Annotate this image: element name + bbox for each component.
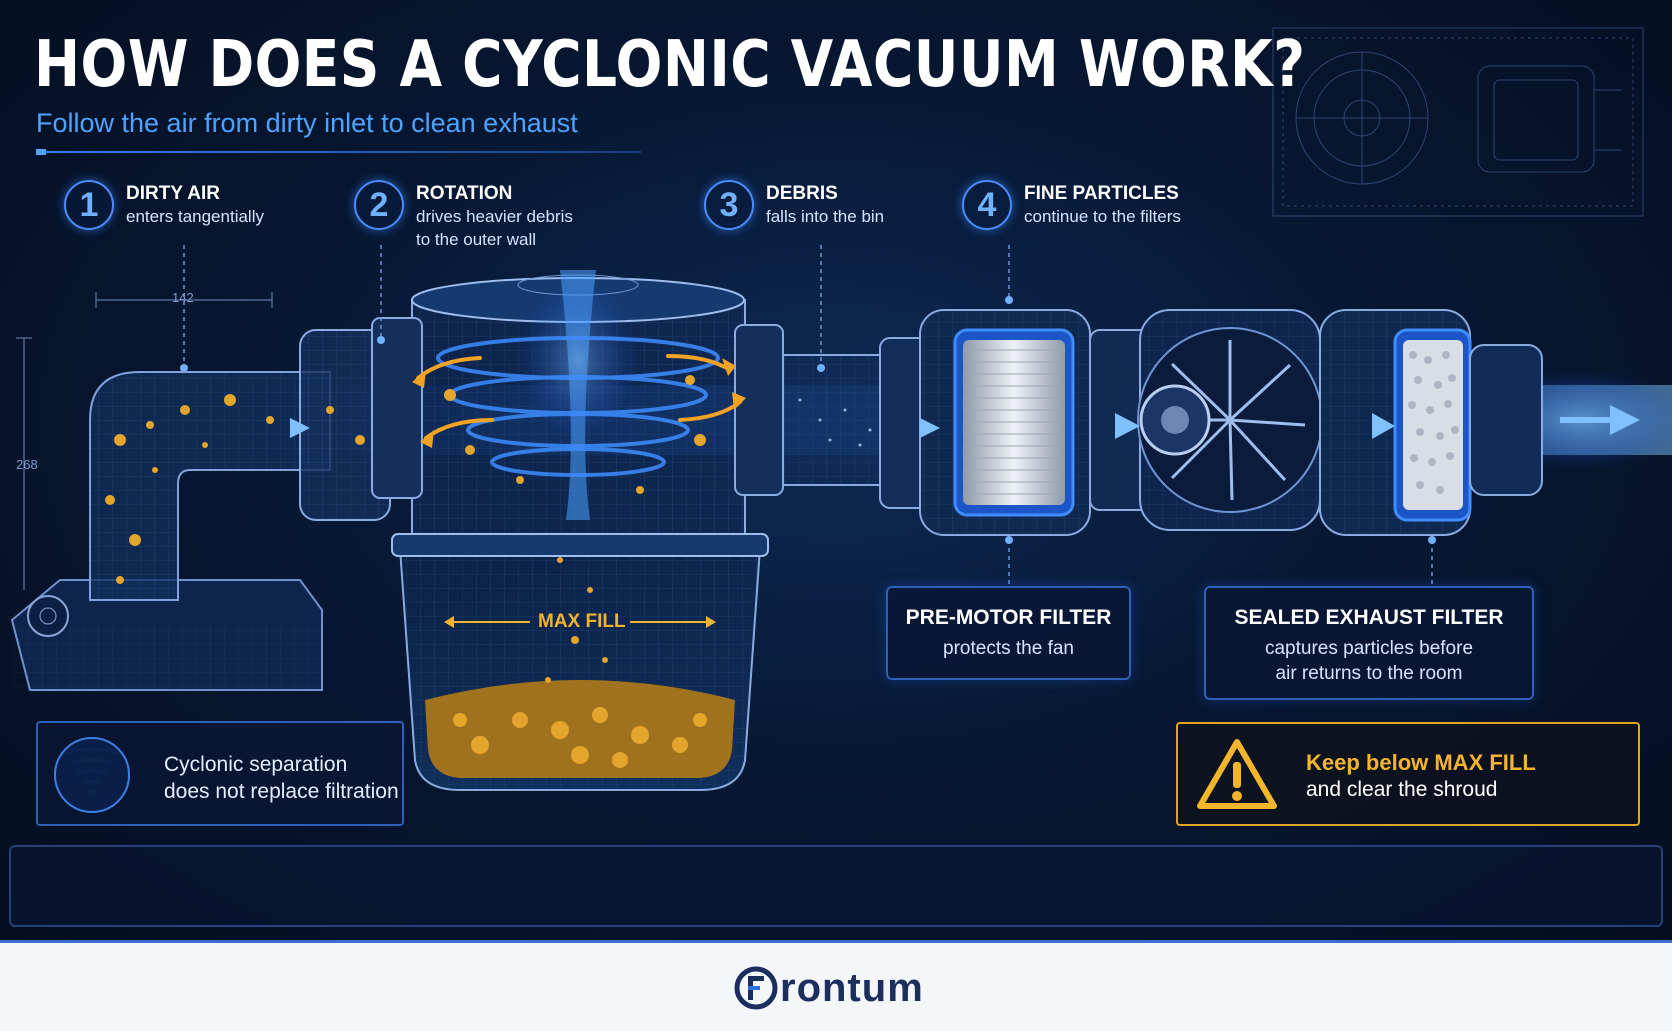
- cyclone-chamber: [371, 270, 784, 541]
- warning-description: and clear the shroud: [1306, 778, 1498, 801]
- inlet-pipe: [89, 329, 391, 601]
- step-4: 4 FINE PARTICLES continue to the filters: [962, 180, 1181, 230]
- dust-bin: [391, 533, 769, 791]
- step-1: 1 DIRTY AIR enters tangentially: [64, 180, 264, 230]
- step-description: drives heavier debris: [416, 207, 573, 226]
- step-title: DEBRIS: [766, 183, 838, 204]
- card-description: captures particles before: [1264, 638, 1474, 659]
- page-title: HOW DOES A CYCLONIC VACUUM WORK?: [34, 28, 1306, 102]
- warning-triangle-icon: [1197, 739, 1277, 809]
- step-3: 3 DEBRIS falls into the bin: [704, 180, 884, 230]
- step-title: ROTATION: [416, 183, 513, 204]
- empty-banner-panel: [9, 845, 1663, 927]
- step-number: 4: [962, 180, 1012, 230]
- separation-note: Cyclonic separation does not replace fil…: [36, 721, 404, 826]
- diagram-canvas: HOW DOES A CYCLONIC VACUUM WORK? Follow …: [0, 0, 1672, 940]
- height-dimension-label: 268: [16, 457, 38, 472]
- pre-motor-filter: [879, 309, 1091, 536]
- exhaust-filter-housing: [1319, 309, 1543, 536]
- pre-motor-filter-card: PRE-MOTOR FILTER protects the fan: [886, 586, 1131, 680]
- step-description-line2: to the outer wall: [416, 230, 537, 249]
- step-title: DIRTY AIR: [126, 183, 220, 204]
- card-description-line2: air returns to the room: [1275, 663, 1463, 684]
- step-number: 3: [704, 180, 754, 230]
- note-icon-frame: [54, 737, 130, 813]
- max-fill-label: MAX FILL: [538, 611, 626, 632]
- note-line-2: does not replace filtration: [164, 780, 399, 803]
- warning-title: Keep below MAX FILL: [1306, 750, 1536, 775]
- step-description: continue to the filters: [1024, 207, 1181, 226]
- vacuum-illustration: [10, 27, 1672, 794]
- floor-head: [10, 579, 323, 691]
- airflow-arrows: [290, 405, 1640, 439]
- subtitle-underline: [36, 149, 641, 155]
- step-number: 1: [64, 180, 114, 230]
- step-title: FINE PARTICLES: [1024, 183, 1179, 204]
- step-number: 2: [354, 180, 404, 230]
- page-subtitle: Follow the air from dirty inlet to clean…: [36, 108, 578, 138]
- frontum-logo[interactable]: rontum: [734, 963, 924, 1013]
- note-line-1: Cyclonic separation: [164, 753, 348, 776]
- blueprint-inset: [1272, 27, 1644, 217]
- frontum-logo-icon: [734, 966, 778, 1010]
- card-description: protects the fan: [943, 638, 1074, 659]
- debris-particles: [105, 375, 707, 768]
- card-title: SEALED EXHAUST FILTER: [1234, 606, 1504, 629]
- width-dimension-label: 142: [172, 290, 194, 305]
- step-2: 2 ROTATION drives heavier debris to the …: [354, 180, 573, 251]
- footer: rontum: [0, 940, 1672, 1031]
- exhaust-filter-card: SEALED EXHAUST FILTER captures particles…: [1204, 586, 1534, 700]
- logo-text: rontum: [780, 965, 924, 1010]
- step-description: falls into the bin: [766, 207, 885, 226]
- card-title: PRE-MOTOR FILTER: [905, 606, 1112, 629]
- max-fill-warning: Keep below MAX FILL and clear the shroud: [1176, 722, 1640, 826]
- step-description: enters tangentially: [126, 207, 264, 226]
- motor-fan: [1089, 309, 1323, 531]
